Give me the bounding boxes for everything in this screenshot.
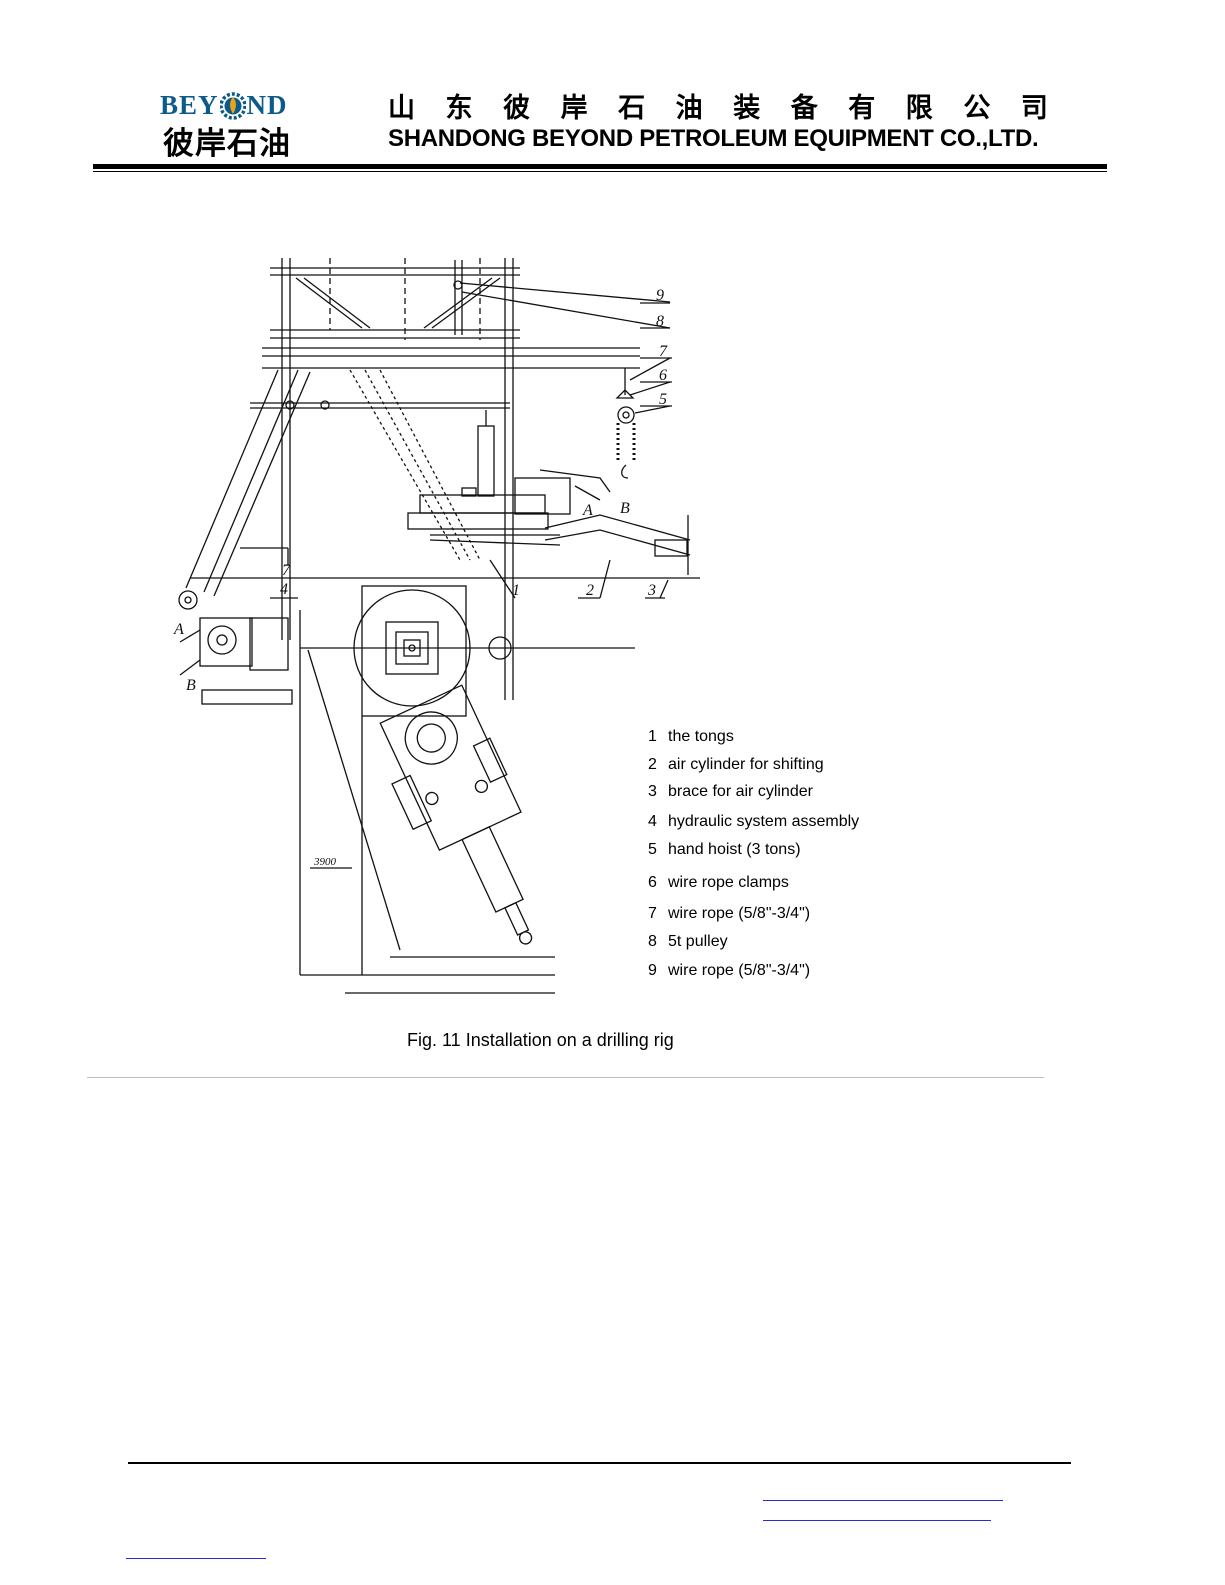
footer-link-underline[interactable] (763, 1500, 1003, 1501)
company-cn-char: 油 (675, 93, 703, 124)
callout-label: 7 (282, 562, 291, 579)
hydraulic-unit (178, 590, 298, 705)
footer-rule (128, 1462, 1071, 1464)
company-name-english: SHANDONG BEYOND PETROLEUM EQUIPMENT CO.,… (388, 125, 1039, 152)
dimension-line (307, 649, 401, 951)
callout-label: 8 (656, 313, 664, 330)
section-separator (87, 1077, 1044, 1078)
callout-label: 5 (659, 391, 667, 408)
dimension-label: 3900 (313, 856, 337, 868)
callout-label: 6 (659, 367, 667, 384)
company-cn-char: 岸 (560, 93, 588, 124)
callout-label: 7 (659, 343, 668, 360)
logo-gear-flame-icon (219, 92, 246, 120)
callout-label: 9 (656, 287, 664, 304)
logo-english: BEY ND (160, 88, 340, 122)
company-cn-char: 有 (848, 93, 876, 124)
callout-label: A (173, 621, 184, 638)
callout-label: B (620, 500, 630, 517)
rope-lines (349, 369, 481, 561)
company-cn-char: 公 (963, 93, 991, 124)
company-cn-char: 石 (618, 93, 646, 124)
tongs-side-view (379, 684, 533, 945)
company-cn-char: 东 (445, 93, 473, 124)
header-rule-thick (93, 164, 1107, 169)
company-cn-char: 装 (733, 93, 761, 124)
figure-caption: Fig. 11 Installation on a drilling rig (407, 1030, 674, 1050)
callout-label: 2 (586, 582, 594, 599)
logo-chinese: 彼岸石油 (163, 126, 291, 162)
company-cn-char: 司 (1020, 93, 1048, 124)
callout-leaders (489, 302, 672, 599)
company-cn-char: 彼 (503, 93, 531, 124)
derrick-leg (185, 369, 330, 597)
company-name-chinese: 山 东 彼 岸 石 油 装 备 有 限 公 司 (388, 86, 1048, 126)
pulley-assembly (453, 260, 671, 335)
company-cn-char: 限 (905, 93, 933, 124)
installation-drawing: 9 8 7 6 5 A B 1 2 3 7 4 A B 3900 (173, 258, 700, 994)
footer-link-underline[interactable] (763, 1520, 991, 1521)
logo-en-right: ND (246, 90, 288, 121)
callout-label: 3 (647, 582, 656, 599)
company-cn-char: 山 (388, 93, 415, 124)
derrick-frame (250, 258, 640, 700)
hand-hoist (615, 357, 671, 479)
callout-label: 1 (512, 582, 520, 599)
callout-label: B (186, 677, 196, 694)
company-cn-char: 备 (790, 93, 818, 124)
tongs-top-view (407, 410, 691, 575)
callout-label: A (582, 502, 593, 519)
logo-en-left: BEY (160, 90, 219, 121)
rotary-table (299, 585, 635, 994)
callout-label: 4 (280, 581, 288, 598)
footer-link-underline[interactable] (126, 1558, 266, 1559)
header-rule-thin (93, 171, 1107, 172)
